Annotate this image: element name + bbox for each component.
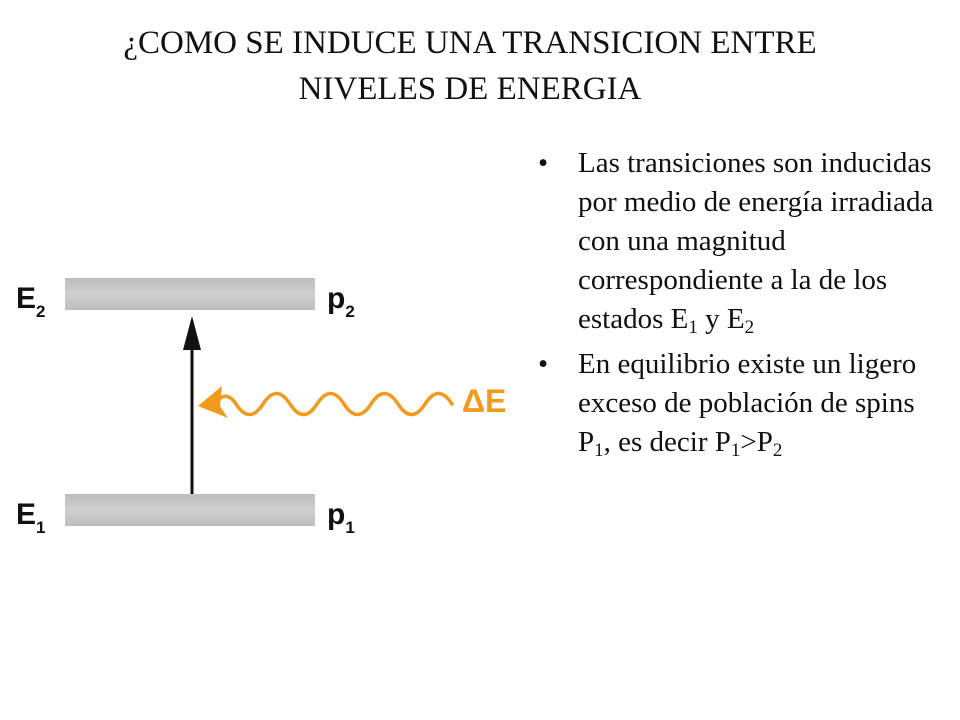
bullet-subscript: 2 [744,317,755,338]
lower-population-label: p1 [327,498,355,537]
lower-energy-band [65,494,315,526]
upper-population-label: p2 [327,282,355,321]
bullet-text: , es decir P [603,426,731,458]
bullet-list: • Las transiciones son inducidas por medi… [538,144,948,468]
bullet-dot: • [538,147,549,179]
wave-arrowhead [198,386,228,418]
upper-energy-label: E2 [16,282,45,321]
bullet-text: En equilibrio existe un ligero exceso de… [578,348,917,458]
title-line-2: NIVELES DE ENERGIA [298,71,642,107]
bullet-dot: • [538,348,549,380]
bullet-subscript: 1 [688,317,698,338]
energy-level-diagram: E2 p2 E1 p1 ΔE [16,278,506,537]
bullet-subscript: 1 [594,440,604,461]
delta-e-label: ΔE [462,383,506,419]
transition-arrow [183,316,201,494]
lower-energy-label: E1 [16,498,45,537]
title-line-1: ¿COMO SE INDUCE UNA TRANSICION ENTRE [123,25,817,61]
bullet-text: Las transiciones son inducidas por medio… [578,147,934,335]
upper-energy-band [65,278,315,310]
bullet-text: >P [740,426,773,458]
bullet-subscript: 2 [772,440,783,461]
bullet-subscript: 1 [730,440,741,461]
bullet-item: • En equilibrio existe un ligero exceso d… [538,345,948,462]
radiation-wave [198,386,454,418]
bullet-text: y E [697,303,745,335]
bullet-item: • Las transiciones son inducidas por medi… [538,144,948,339]
page-title: ¿COMO SE INDUCE UNA TRANSICION ENTRE NIV… [60,20,880,112]
